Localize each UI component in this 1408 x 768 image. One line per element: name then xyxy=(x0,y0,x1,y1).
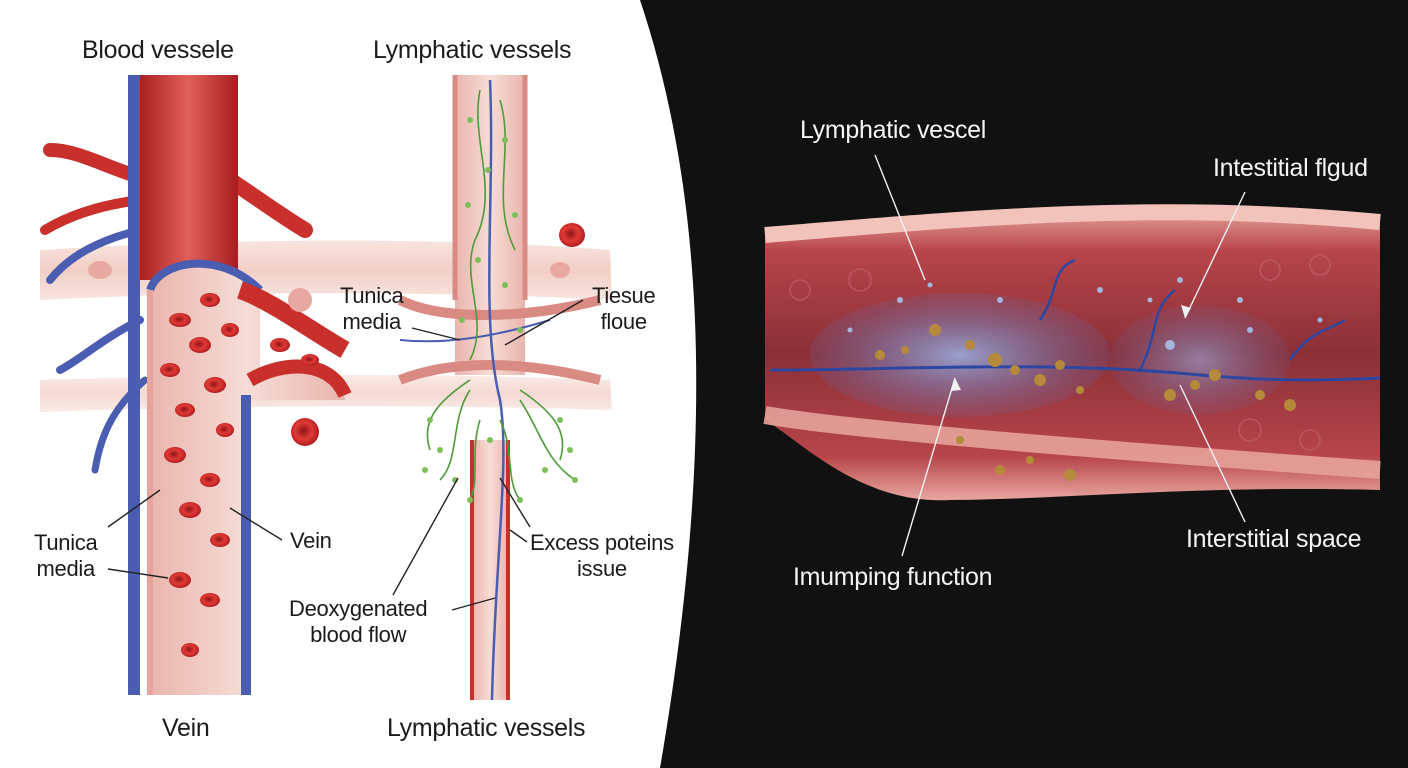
label-interstitial-space: Interstitial space xyxy=(1186,525,1362,553)
label-pumping-function: Imumping function xyxy=(793,563,993,591)
label-vein-bottom: Vein xyxy=(162,714,210,742)
artery-branch xyxy=(222,172,313,238)
artery-branch xyxy=(246,359,352,399)
vein-wall xyxy=(146,259,263,293)
lymph-nodules xyxy=(422,117,578,503)
lymph-channel xyxy=(769,365,1381,382)
label-tunica-media-middle: Tunica media xyxy=(340,283,404,334)
vessel-wall-lower xyxy=(763,406,1381,479)
vein-branch xyxy=(46,226,144,284)
lymph-channel xyxy=(487,79,505,701)
label-lymphatic-vessel-right: Lymphatic vescel xyxy=(800,116,987,144)
lymph-fluid-region xyxy=(810,293,1110,417)
lymph-channel xyxy=(399,319,551,343)
artery-trunk xyxy=(138,75,238,280)
leader-lines-left xyxy=(107,299,584,611)
label-vein-side: Vein xyxy=(290,528,332,553)
label-interstitial-fluid: Intestitial flgud xyxy=(1213,154,1368,182)
arrow-heads xyxy=(951,305,1191,391)
lymph-channel xyxy=(1038,258,1346,371)
label-excess-proteins: Excess poteins issue xyxy=(530,530,674,581)
leader-lines-right xyxy=(874,154,1246,557)
artery-branch xyxy=(236,281,350,358)
artery-branch xyxy=(40,195,145,235)
label-deoxygenated-blood-flow: Deoxygenated blood flow xyxy=(289,596,428,647)
label-lymphatic-vessels-bottom: Lymphatic vessels xyxy=(387,714,586,742)
title-blood-vessel: Blood vessele xyxy=(82,36,234,64)
label-tunica-media-left: Tunica media xyxy=(34,530,98,581)
vein-wall xyxy=(128,75,140,695)
protein-particles xyxy=(875,324,1296,481)
lymphatic-junction xyxy=(398,360,602,385)
lymphatic-wall xyxy=(470,440,510,700)
title-lymphatic-vessels: Lymphatic vessels xyxy=(373,36,572,64)
lymph-capillary-network xyxy=(426,89,576,501)
lymph-fluid-region xyxy=(1110,305,1290,415)
label-tissue-fluid: Tiesue floue xyxy=(592,283,656,334)
tissue-cells xyxy=(789,254,1331,451)
red-blood-cells xyxy=(88,223,585,657)
fluid-droplets xyxy=(847,277,1323,350)
vessel-wall-upper xyxy=(764,204,1381,243)
